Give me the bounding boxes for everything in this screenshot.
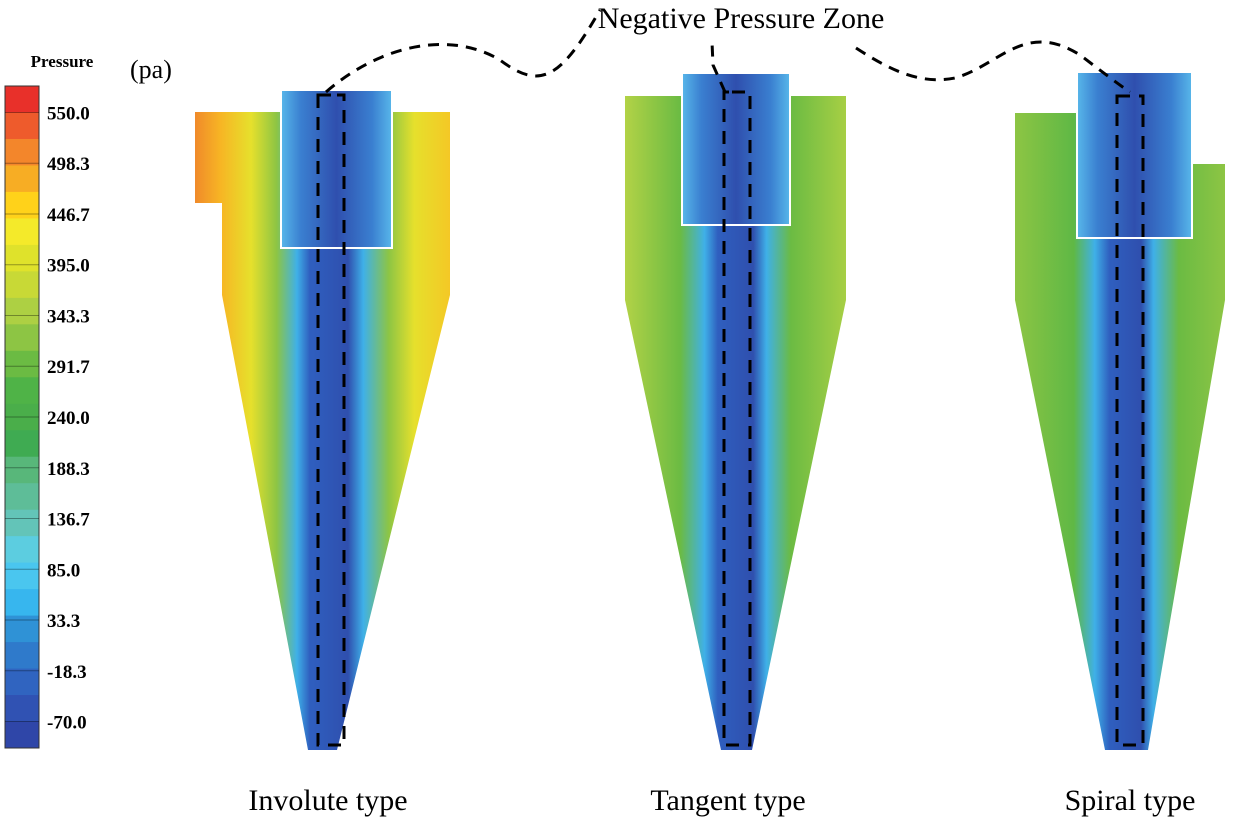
legend-color-band <box>5 218 39 246</box>
legend-color-band <box>5 695 39 723</box>
legend-tick-label: 550.0 <box>47 103 90 124</box>
legend-color-band <box>5 483 39 511</box>
legend-color-band <box>5 589 39 617</box>
cyclone-tangent-body <box>625 96 846 750</box>
legend-color-band <box>5 86 39 113</box>
negative-pressure-zone-outline <box>316 93 346 747</box>
legend-color-band <box>5 509 39 537</box>
cyclone-spiral-vortex-finder <box>1076 71 1193 239</box>
legend-color-band <box>5 324 39 352</box>
legend-color-band <box>5 244 39 272</box>
legend-tick-label: 343.3 <box>47 306 90 327</box>
legend-color-band <box>5 668 39 696</box>
legend-color-band <box>5 721 39 749</box>
legend-tick-label: 446.7 <box>47 205 90 226</box>
legend-color-band <box>5 456 39 484</box>
annotation-leader-spiral <box>855 40 1131 94</box>
legend-unit: (pa) <box>130 55 172 84</box>
cyclone-involute: Involute type <box>195 89 450 817</box>
legend-tick-label: 136.7 <box>47 510 90 531</box>
legend-tick-label: 395.0 <box>47 256 90 277</box>
legend-color-band <box>5 138 39 166</box>
annotation-leader-involute <box>325 9 602 94</box>
legend-tick-label: 33.3 <box>47 611 80 632</box>
legend-tick-label: 240.0 <box>47 408 90 429</box>
legend-color-band <box>5 297 39 325</box>
legend-tick-label: 85.0 <box>47 560 80 581</box>
cyclone-tangent-vortex-finder <box>681 72 791 226</box>
cyclone-spiral: Spiral type <box>1015 71 1225 817</box>
legend-color-band <box>5 430 39 458</box>
legend-tick-labels: 550.0 498.3 446.7 395.0 343.3 291.7 240.0 188.3… <box>47 103 90 733</box>
cyclone-spiral-label: Spiral type <box>1065 784 1196 817</box>
legend-color-band <box>5 562 39 590</box>
legend-tick-label: 498.3 <box>47 154 90 175</box>
legend-color-band <box>5 536 39 564</box>
cyclone-tangent-label: Tangent type <box>650 784 805 817</box>
legend-tick-label: -18.3 <box>47 662 87 683</box>
cyclone-spiral-body <box>1015 72 1225 750</box>
annotation-leader-tangent <box>710 41 727 93</box>
legend-title: Pressure <box>31 52 94 71</box>
legend-color-band <box>5 165 39 193</box>
legend-color-band <box>5 271 39 299</box>
legend-color-band <box>5 377 39 405</box>
legend-color-band <box>5 350 39 378</box>
legend-bar-frame <box>4 85 40 749</box>
cyclone-involute-vortex-finder <box>280 89 393 249</box>
legend-tick-label: 188.3 <box>47 459 90 480</box>
legend-color-band <box>5 615 39 643</box>
legend-color-band <box>5 403 39 431</box>
negative-pressure-zone-label: Negative Pressure Zone <box>598 2 885 35</box>
legend-color-band <box>5 112 39 140</box>
negative-pressure-zone-outline <box>722 90 752 747</box>
cyclone-involute-label: Involute type <box>248 784 407 817</box>
legend-tick-label: 291.7 <box>47 357 90 378</box>
cyclone-tangent: Tangent type <box>625 72 846 817</box>
legend-color-band <box>5 642 39 670</box>
cyclone-involute-body <box>195 112 450 750</box>
legend-color-bar <box>4 85 40 749</box>
legend-color-band <box>5 191 39 219</box>
legend-tick-label: -70.0 <box>47 713 87 734</box>
